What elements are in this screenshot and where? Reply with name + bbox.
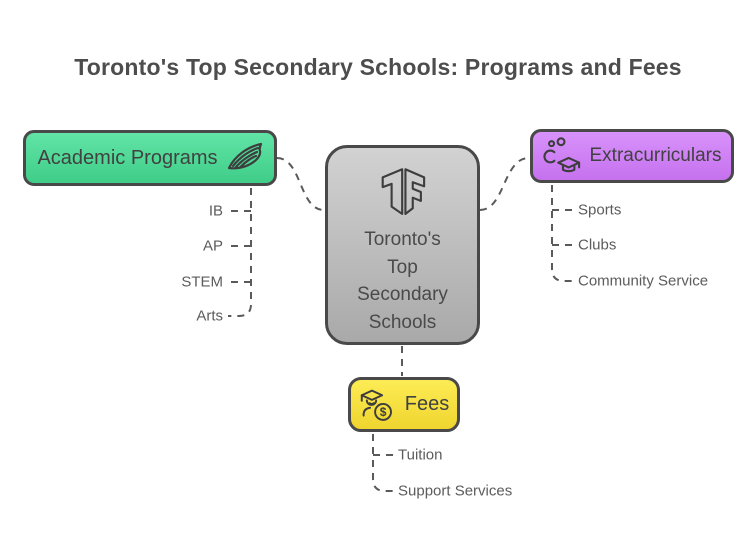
academic-children-spine	[228, 188, 252, 317]
leaf-ap: AP	[202, 237, 223, 255]
leaf-clubs: Clubs	[578, 236, 617, 254]
svg-text:$: $	[379, 405, 386, 419]
connector-center-to-extracurriculars	[479, 157, 530, 211]
leaf-sports: Sports	[578, 201, 622, 219]
academic-programs-label: Academic Programs	[37, 146, 218, 169]
leaf-ib: IB	[208, 202, 223, 220]
node-academic-programs: Academic Programs	[23, 130, 277, 186]
node-extracurriculars: Extracurriculars	[530, 129, 734, 183]
extracurriculars-label: Extracurriculars	[589, 145, 722, 166]
center-node-label: Toronto's Top Secondary Schools	[357, 229, 448, 333]
node-center-schools: Toronto's Top Secondary Schools	[325, 145, 480, 345]
leaf-arts: Arts	[196, 307, 223, 325]
fees-children-spine	[372, 434, 395, 492]
leaf-tuition: Tuition	[398, 446, 443, 464]
tf-monogram-logo	[381, 168, 425, 215]
connector-academic-to-center	[276, 157, 325, 211]
extracurriculars-children-spine	[551, 185, 575, 282]
node-fees: $ Fees	[348, 377, 460, 432]
diagram-title: Toronto's Top Secondary Schools: Program…	[74, 54, 682, 80]
fees-label: Fees	[404, 393, 450, 415]
open-book-pages-icon	[227, 142, 262, 170]
leaf-support-services: Support Services	[398, 482, 513, 500]
leaf-stem: STEM	[181, 273, 223, 291]
graduate-dollar-icon: $	[360, 389, 392, 421]
graduation-activities-icon	[542, 137, 580, 173]
leaf-community-service: Community Service	[578, 272, 709, 290]
